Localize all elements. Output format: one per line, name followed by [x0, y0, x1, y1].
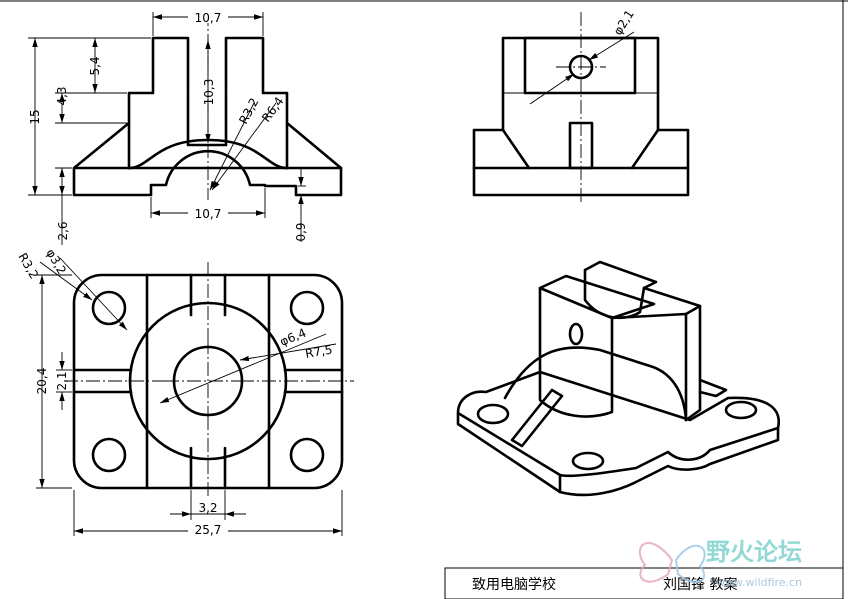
dim-notch-height: 0,9 [294, 222, 308, 241]
dim-mid-height: 4,3 [55, 86, 69, 105]
dim-boss-radius: R7,5 [304, 342, 333, 361]
dim-depth: 20,4 [35, 368, 49, 395]
butterfly-logo-icon [638, 542, 706, 584]
title-school: 致用电脑学校 [472, 576, 556, 593]
dim-slot-width: 3,2 [198, 501, 217, 515]
watermark-url: www.wildfire.cn [716, 576, 802, 589]
watermark-name: 野火论坛 [706, 538, 802, 566]
dim-total-width: 25,7 [195, 523, 222, 537]
dim-slot-depth: 10,3 [202, 79, 216, 106]
side-view: φ2,1 [472, 7, 690, 203]
dim-corner-radius: R3,2 [15, 251, 41, 282]
dim-bottom-width: 10,7 [195, 207, 222, 221]
dim-top-width: 10,7 [195, 11, 222, 25]
title-teacher: 刘国锋 教案 [663, 576, 737, 593]
dim-total-height: 15 [28, 109, 42, 124]
top-view: R3,2 φ3,2 φ6,4 R7,5 20,4 2,1 3,2 25,7 [15, 247, 354, 537]
dim-upper-height: 5,4 [88, 56, 102, 75]
isometric-view [456, 260, 781, 497]
front-view: 10,7 10,7 10,3 5,4 4,3 15 2,6 [28, 9, 343, 245]
dim-radius-small: R3,2 [236, 96, 261, 127]
title-block: 致用电脑学校 刘国锋 教案 [444, 567, 844, 599]
dim-rib-width: 2,1 [55, 371, 69, 390]
dim-base-height: 2,6 [56, 221, 70, 240]
dim-radius-large: R6,4 [259, 94, 286, 124]
dim-center-hole: φ6,4 [278, 326, 308, 349]
watermark: 野火论坛 www.wildfire.cn [638, 538, 802, 589]
dim-corner-hole: φ3,2 [43, 247, 69, 277]
